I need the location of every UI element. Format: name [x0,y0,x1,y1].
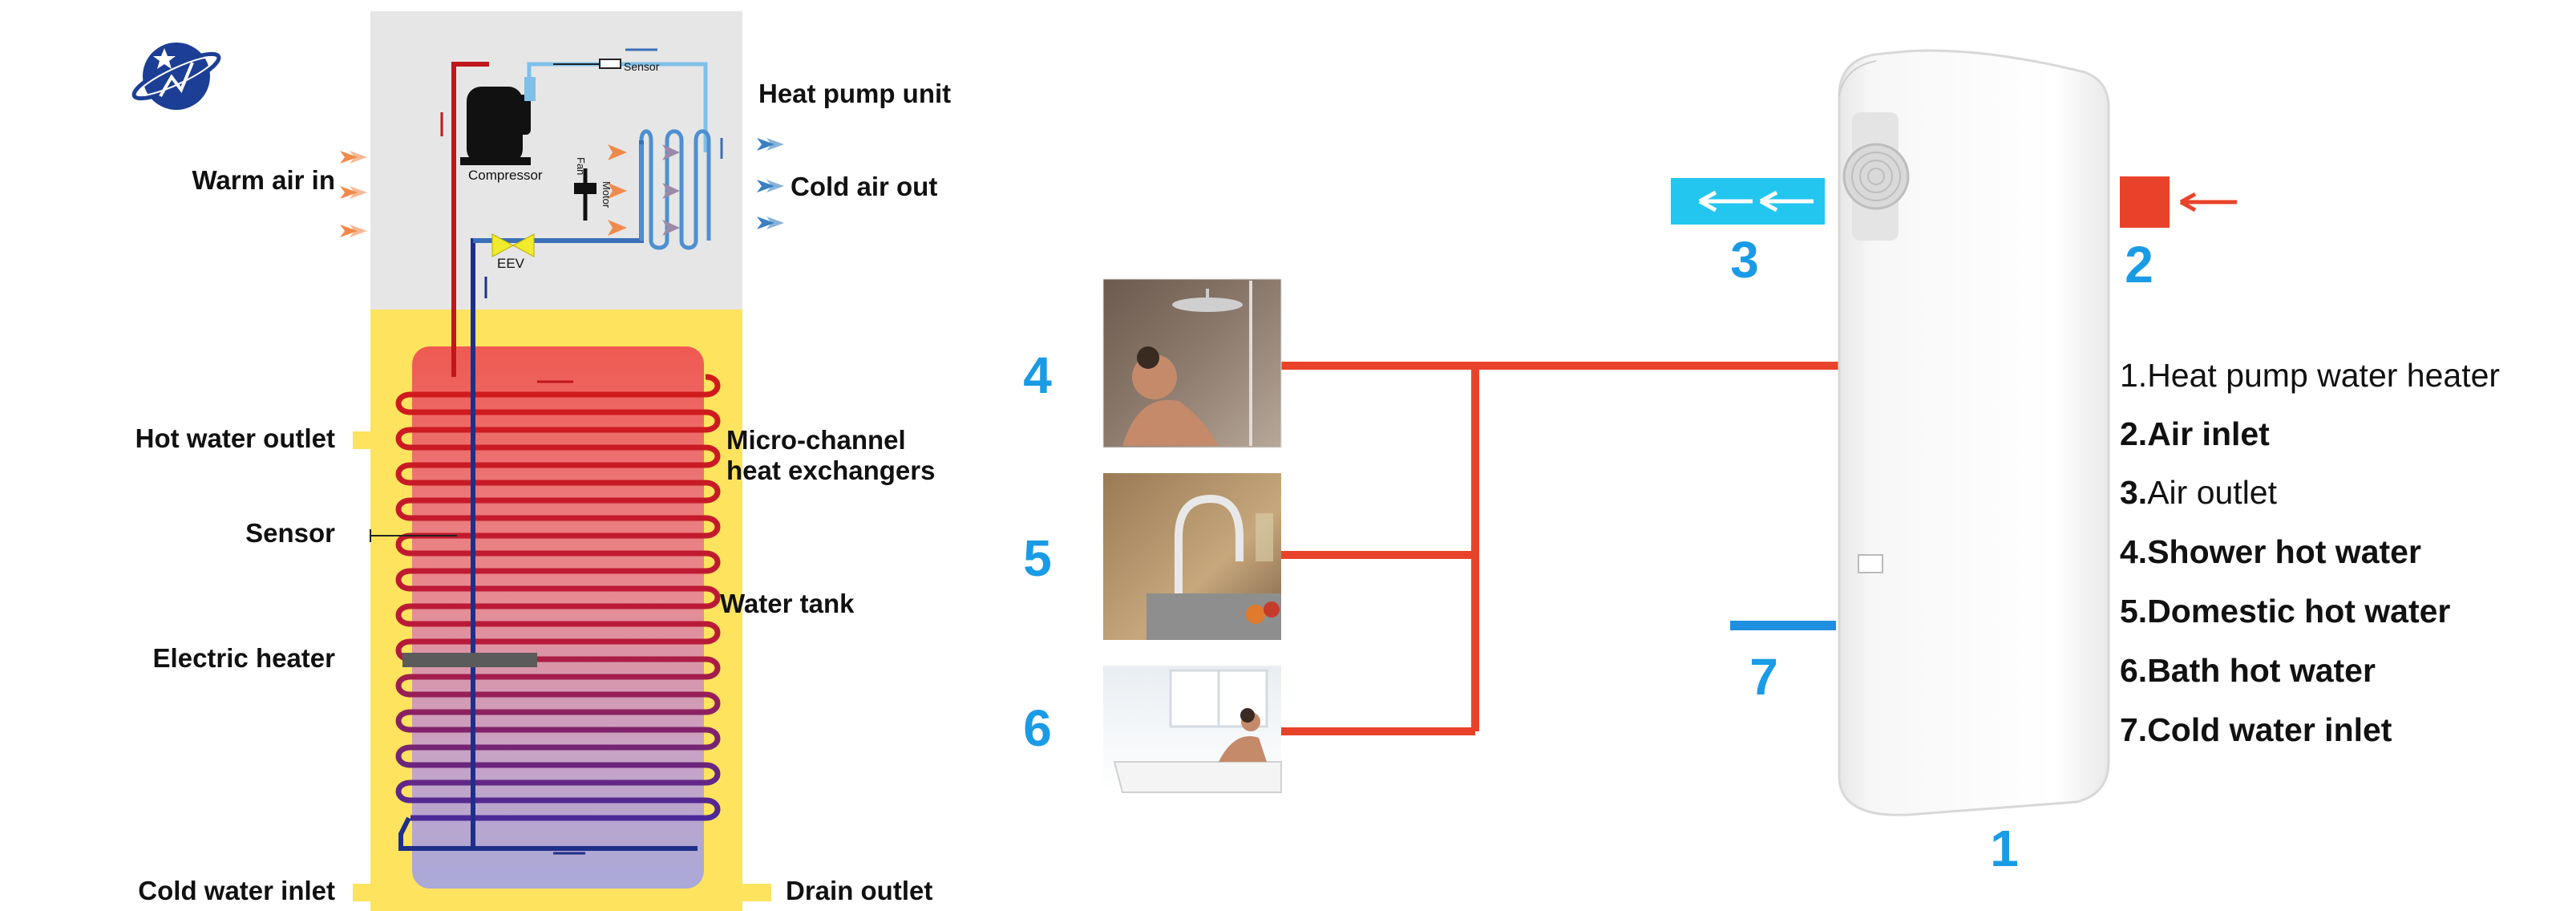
hot-gas-line [451,62,489,377]
legend-item-6-num: 6. [2120,652,2147,689]
bath-photo [1103,666,1282,793]
number-1: 1 [1990,820,2019,877]
heat-pump-water-heater-unit [1838,49,2110,816]
number-4: 4 [1023,346,1052,404]
cold-air-out-label: Cold air out [791,172,937,201]
evaporator-coil [639,129,711,250]
electric-heater [402,653,537,667]
cold-water-inlet-label: Cold water inlet [138,876,335,905]
bottom-return [398,816,698,851]
legend-item-7-text: Cold water inlet [2147,711,2392,748]
legend-item-7: 7.Cold water inlet [2120,711,2392,748]
compressor [460,77,536,165]
drain-outlet-stub [739,884,771,901]
number-7: 7 [1749,648,1778,706]
legend-item-4-num: 4. [2120,533,2147,570]
legend-item-3-num: 3. [2120,474,2147,511]
legend-item-4: 4.Shower hot water [2120,533,2421,570]
hot-water-outlet-label: Hot water outlet [135,423,335,453]
fan-motor [574,168,596,221]
heat-pump-unit-area [370,11,742,310]
legend-item-2-num: 2. [2120,415,2147,452]
legend-item-5-num: 5. [2120,593,2147,630]
right-diagram: 1 2 3 4 5 6 7 1.Heat pump water heater 2… [1023,49,2500,877]
warm-air-arrows [340,151,367,237]
legend-item-6: 6.Bath hot water [2120,652,2376,689]
legend-item-3: 3.Air outlet [2120,474,2278,511]
kitchen-faucet-photo [1103,473,1281,640]
legend-item-2: 2.Air inlet [2120,415,2270,452]
drain-outlet-label: Drain outlet [786,876,932,905]
sensor-small-label: Sensor [624,60,660,73]
legend-item-5-text: Domestic hot water [2147,593,2450,630]
micro-channel-label-1: Micro-channel [726,425,906,455]
legend: 1.Heat pump water heater 2.Air inlet 3.A… [2120,357,2500,748]
legend-item-7-num: 7. [2120,711,2147,748]
cold-water-inlet-stub [353,884,374,901]
shower-photo [1102,278,1282,448]
legend-item-1-num: 1. [2120,357,2147,394]
sensor-label: Sensor [245,518,335,548]
air-outlet-indicator [1671,178,1825,225]
internal-warm-arrows [608,144,627,236]
legend-item-4-text: Shower hot water [2147,533,2421,570]
compressor-label: Compressor [468,168,543,183]
hot-water-outlet-stub [353,431,374,449]
sensor-small-box [599,59,621,69]
micro-channel-coil [395,374,721,821]
left-diagram: Compressor Sensor Fan Motor EEV [131,11,951,911]
legend-item-1-text: Heat pump water heater [2147,357,2500,394]
legend-item-2-text: Air inlet [2147,415,2270,452]
warm-air-in-label: Warm air in [192,165,336,195]
number-3: 3 [1730,231,1759,289]
motor-label: Motor [601,181,613,209]
legend-item-5: 5.Domestic hot water [2120,593,2450,630]
legend-item-6-text: Bath hot water [2147,652,2376,689]
electric-heater-label: Electric heater [153,643,336,673]
eev-valve [491,233,535,257]
company-logo [131,43,221,110]
fan-label: Fan [575,157,587,175]
eev-label: EEV [497,256,525,271]
legend-item-3-text: Air outlet [2147,474,2277,511]
internal-cold-arrows [662,144,680,236]
heat-pump-unit-label: Heat pump unit [758,79,951,108]
water-tank-label: Water tank [720,589,855,618]
number-5: 5 [1023,529,1052,587]
number-2: 2 [2125,236,2153,294]
air-inlet-indicator [2120,176,2237,228]
hot-water-pipes [1281,362,1839,735]
legend-item-1: 1.Heat pump water heater [2120,357,2500,394]
cold-air-arrows [757,138,784,229]
number-6: 6 [1023,699,1052,757]
micro-channel-label-2: heat exchangers [726,456,935,485]
